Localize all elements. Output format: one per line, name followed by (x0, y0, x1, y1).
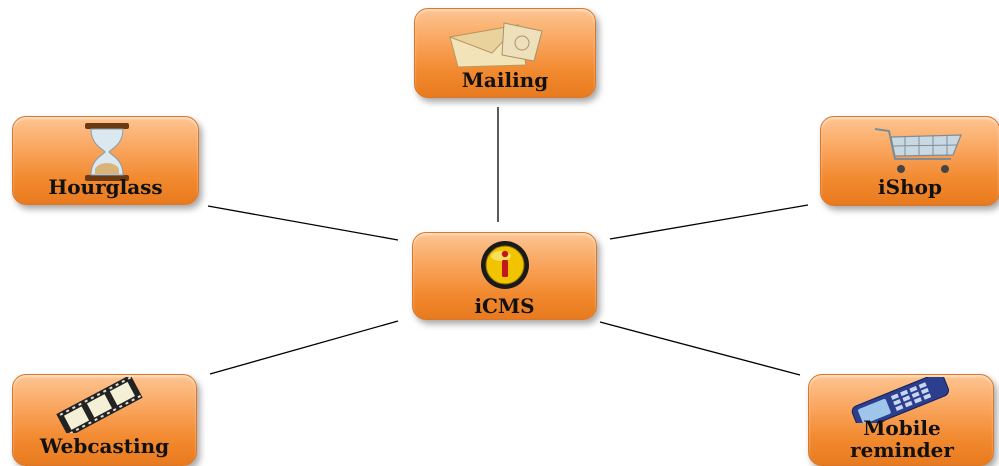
node-label: Hourglass (48, 175, 163, 199)
node-label: Mailing (461, 68, 549, 92)
node-label: iShop (878, 175, 942, 199)
node-icms[interactable]: iCMS (412, 232, 597, 320)
film-strip-icon (49, 377, 149, 433)
node-label: Mobile reminder (850, 416, 954, 462)
envelope-icon (446, 17, 546, 69)
shopping-cart-icon (873, 125, 965, 177)
connector-hourglass (207, 205, 399, 241)
node-ishop[interactable]: iShop (820, 116, 999, 206)
node-mailing[interactable]: Mailing (414, 8, 596, 98)
connector-webcasting (209, 320, 399, 375)
node-label: iCMS (474, 294, 535, 318)
node-mobile-reminder[interactable]: Mobile reminder (808, 374, 994, 466)
node-webcasting[interactable]: Webcasting (12, 374, 197, 466)
hourglass-icon (81, 121, 133, 183)
node-hourglass[interactable]: Hourglass (12, 116, 199, 205)
connector-mobile (599, 321, 801, 376)
node-label: Webcasting (39, 434, 170, 458)
info-icon (479, 239, 531, 291)
mobile-phone-icon (845, 377, 955, 423)
connector-ishop (609, 204, 809, 240)
